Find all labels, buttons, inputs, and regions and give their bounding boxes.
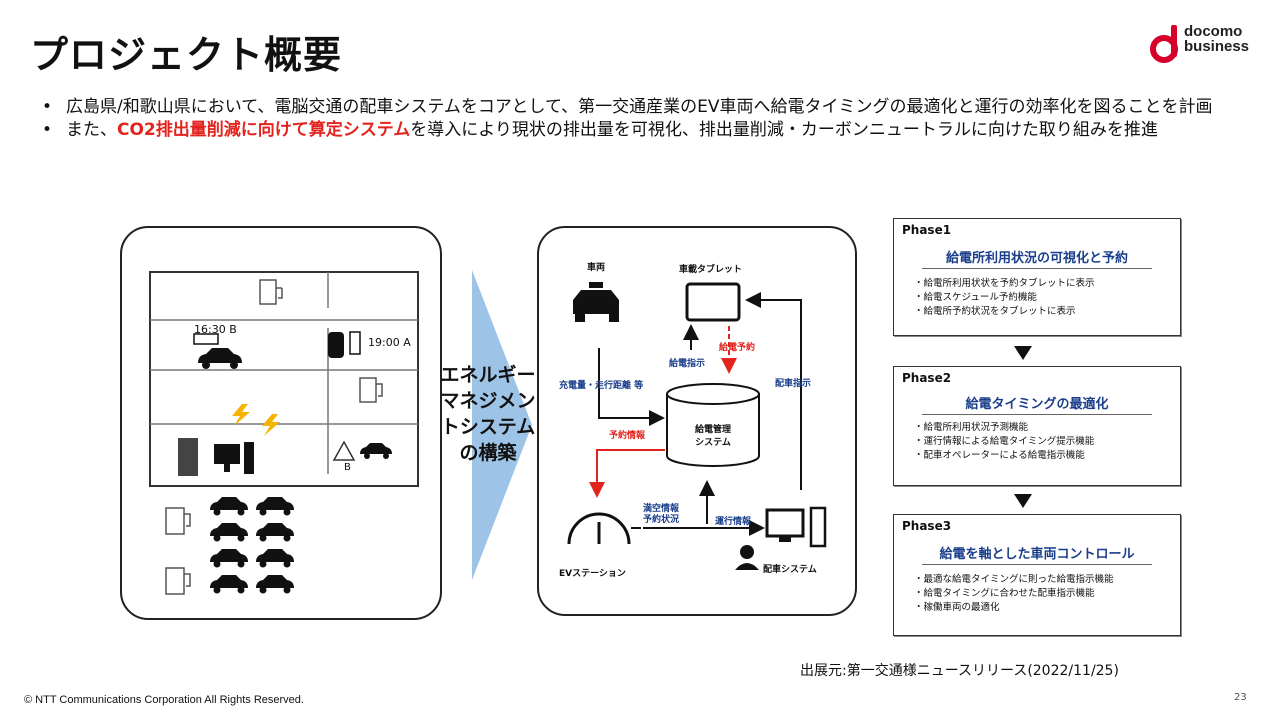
system-diagram-panel: 車両 車載タブレット 給電予約 給電指示 充電量・走行距離 等 配車指示 給電管… bbox=[537, 226, 857, 616]
phase-item: ・運行情報による給電タイミング提示機能 bbox=[914, 436, 1095, 447]
page-title: プロジェクト概要 bbox=[30, 33, 343, 77]
bullet-item: • また、CO2排出量削減に向けて算定システムを導入により現状の排出量を可視化、… bbox=[42, 120, 1158, 140]
phase-item: ・稼働車両の最適化 bbox=[914, 602, 1000, 613]
source-citation: 出展元:第一交通様ニュースリリース(2022/11/25) bbox=[800, 663, 1119, 679]
parking-illustration-panel: 16:30 B 19:00 A B bbox=[120, 226, 442, 620]
bullet-list: • 広島県/和歌山県において、電脳交通の配車システムをコアとして、第一交通産業の… bbox=[42, 96, 1242, 142]
charge-reserve-label: 給電予約 bbox=[719, 343, 756, 353]
phase-heading: 給電を軸とした車両コントロール bbox=[922, 543, 1152, 565]
copyright-footer: © NTT Communications Corporation All Rig… bbox=[24, 694, 304, 706]
ev-charger-icon bbox=[359, 377, 383, 403]
dispatch-system-label: 配車システム bbox=[763, 565, 817, 575]
phase-heading: 給電所利用状況の可視化と予約 bbox=[922, 247, 1152, 269]
tablet-icon bbox=[685, 282, 741, 322]
computer-icon bbox=[214, 442, 254, 474]
logo-line2: business bbox=[1184, 38, 1250, 55]
phase-label: Phase2 bbox=[902, 371, 952, 385]
phase-item: ・給電所利用状況予測機能 bbox=[914, 422, 1029, 433]
phase-box: Phase1 給電所利用状況の可視化と予約 ・給電所利用状状を予約タブレットに表… bbox=[893, 218, 1181, 336]
phase-item: ・給電所予約状況をタブレットに表示 bbox=[914, 306, 1076, 317]
phase-item: ・給電タイミングに合わせた配車指示機能 bbox=[914, 588, 1095, 599]
energy-management-arrow: エネルギー マネジメン トシステム の構築 bbox=[432, 270, 542, 580]
docomo-business-logo: docomo business bbox=[1150, 22, 1260, 66]
car-icon bbox=[198, 348, 242, 369]
down-arrow-icon bbox=[1014, 494, 1032, 508]
warning-icon bbox=[332, 440, 356, 461]
lightning-icon bbox=[232, 404, 250, 426]
taxi-icon bbox=[573, 282, 619, 322]
car-icon bbox=[360, 443, 392, 459]
operation-info-label: 運行情報 bbox=[715, 517, 752, 527]
battery-info-label: 充電量・走行距離 等 bbox=[559, 381, 644, 391]
phase-item: ・配車オペレーターによる給電指示機能 bbox=[914, 450, 1085, 461]
dispatch-instruct-label: 配車指示 bbox=[775, 379, 812, 389]
phase-box: Phase2 給電タイミングの最適化 ・給電所利用状況予測機能 ・運行情報による… bbox=[893, 366, 1181, 486]
phase-heading: 給電タイミングの最適化 bbox=[922, 393, 1152, 415]
bullet-text: また、CO2排出量削減に向けて算定システムを導入により現状の排出量を可視化、排出… bbox=[66, 120, 1158, 140]
bullet-text: 広島県/和歌山県において、電脳交通の配車システムをコアとして、第一交通産業のEV… bbox=[66, 97, 1213, 117]
arrow-text-line: トシステム bbox=[440, 416, 536, 438]
computer-icon bbox=[765, 506, 827, 548]
highlight-text: CO2排出量削減に向けて算定システム bbox=[117, 120, 411, 140]
full-info-label: 満空情報予約状況 bbox=[643, 504, 680, 525]
operator-icon bbox=[735, 545, 759, 570]
arrow-text-line: の構築 bbox=[459, 442, 517, 464]
system-label: 給電管理システム bbox=[694, 425, 731, 448]
database-icon bbox=[666, 383, 760, 467]
vehicle-label: 車両 bbox=[587, 263, 606, 273]
logo-line1: docomo bbox=[1184, 23, 1243, 40]
phase-item: ・給電所利用状状を予約タブレットに表示 bbox=[914, 278, 1095, 289]
lightning-icon bbox=[262, 414, 280, 436]
down-arrow-icon bbox=[1014, 346, 1032, 360]
ev-charger-icon bbox=[165, 507, 191, 595]
car-icon bbox=[328, 332, 344, 358]
page-number: 23 bbox=[1234, 692, 1247, 703]
arrow-text-line: マネジメン bbox=[440, 390, 536, 412]
bullet-item: • 広島県/和歌山県において、電脳交通の配車システムをコアとして、第一交通産業の… bbox=[42, 97, 1213, 117]
time-label: 16:30 B bbox=[194, 323, 237, 336]
phase-label: Phase3 bbox=[902, 519, 952, 533]
docomo-d-icon bbox=[1150, 25, 1178, 63]
building-icon bbox=[178, 438, 198, 476]
phase-label: Phase1 bbox=[902, 223, 952, 237]
lot-label-b: B bbox=[344, 462, 351, 473]
time-label: 19:00 A bbox=[368, 336, 411, 349]
charger-icon bbox=[349, 331, 361, 355]
charge-instruct-label: 給電指示 bbox=[669, 359, 706, 369]
ev-charger-icon bbox=[259, 279, 283, 305]
battery-icon bbox=[193, 333, 219, 345]
phase-box: Phase3 給電を軸とした車両コントロール ・最適な給電タイミングに則った給電… bbox=[893, 514, 1181, 636]
car-fleet-icon bbox=[210, 497, 294, 594]
phase-item: ・給電スケジュール予約機能 bbox=[914, 292, 1037, 303]
ev-station-gauge-icon bbox=[567, 512, 631, 545]
arrow-text-line: エネルギー bbox=[440, 364, 536, 386]
phase-item: ・最適な給電タイミングに則った給電指示機能 bbox=[914, 574, 1114, 585]
reserve-info-label: 予約情報 bbox=[609, 431, 646, 441]
tablet-label: 車載タブレット bbox=[679, 265, 743, 275]
ev-station-label: EVステーション bbox=[559, 569, 626, 579]
